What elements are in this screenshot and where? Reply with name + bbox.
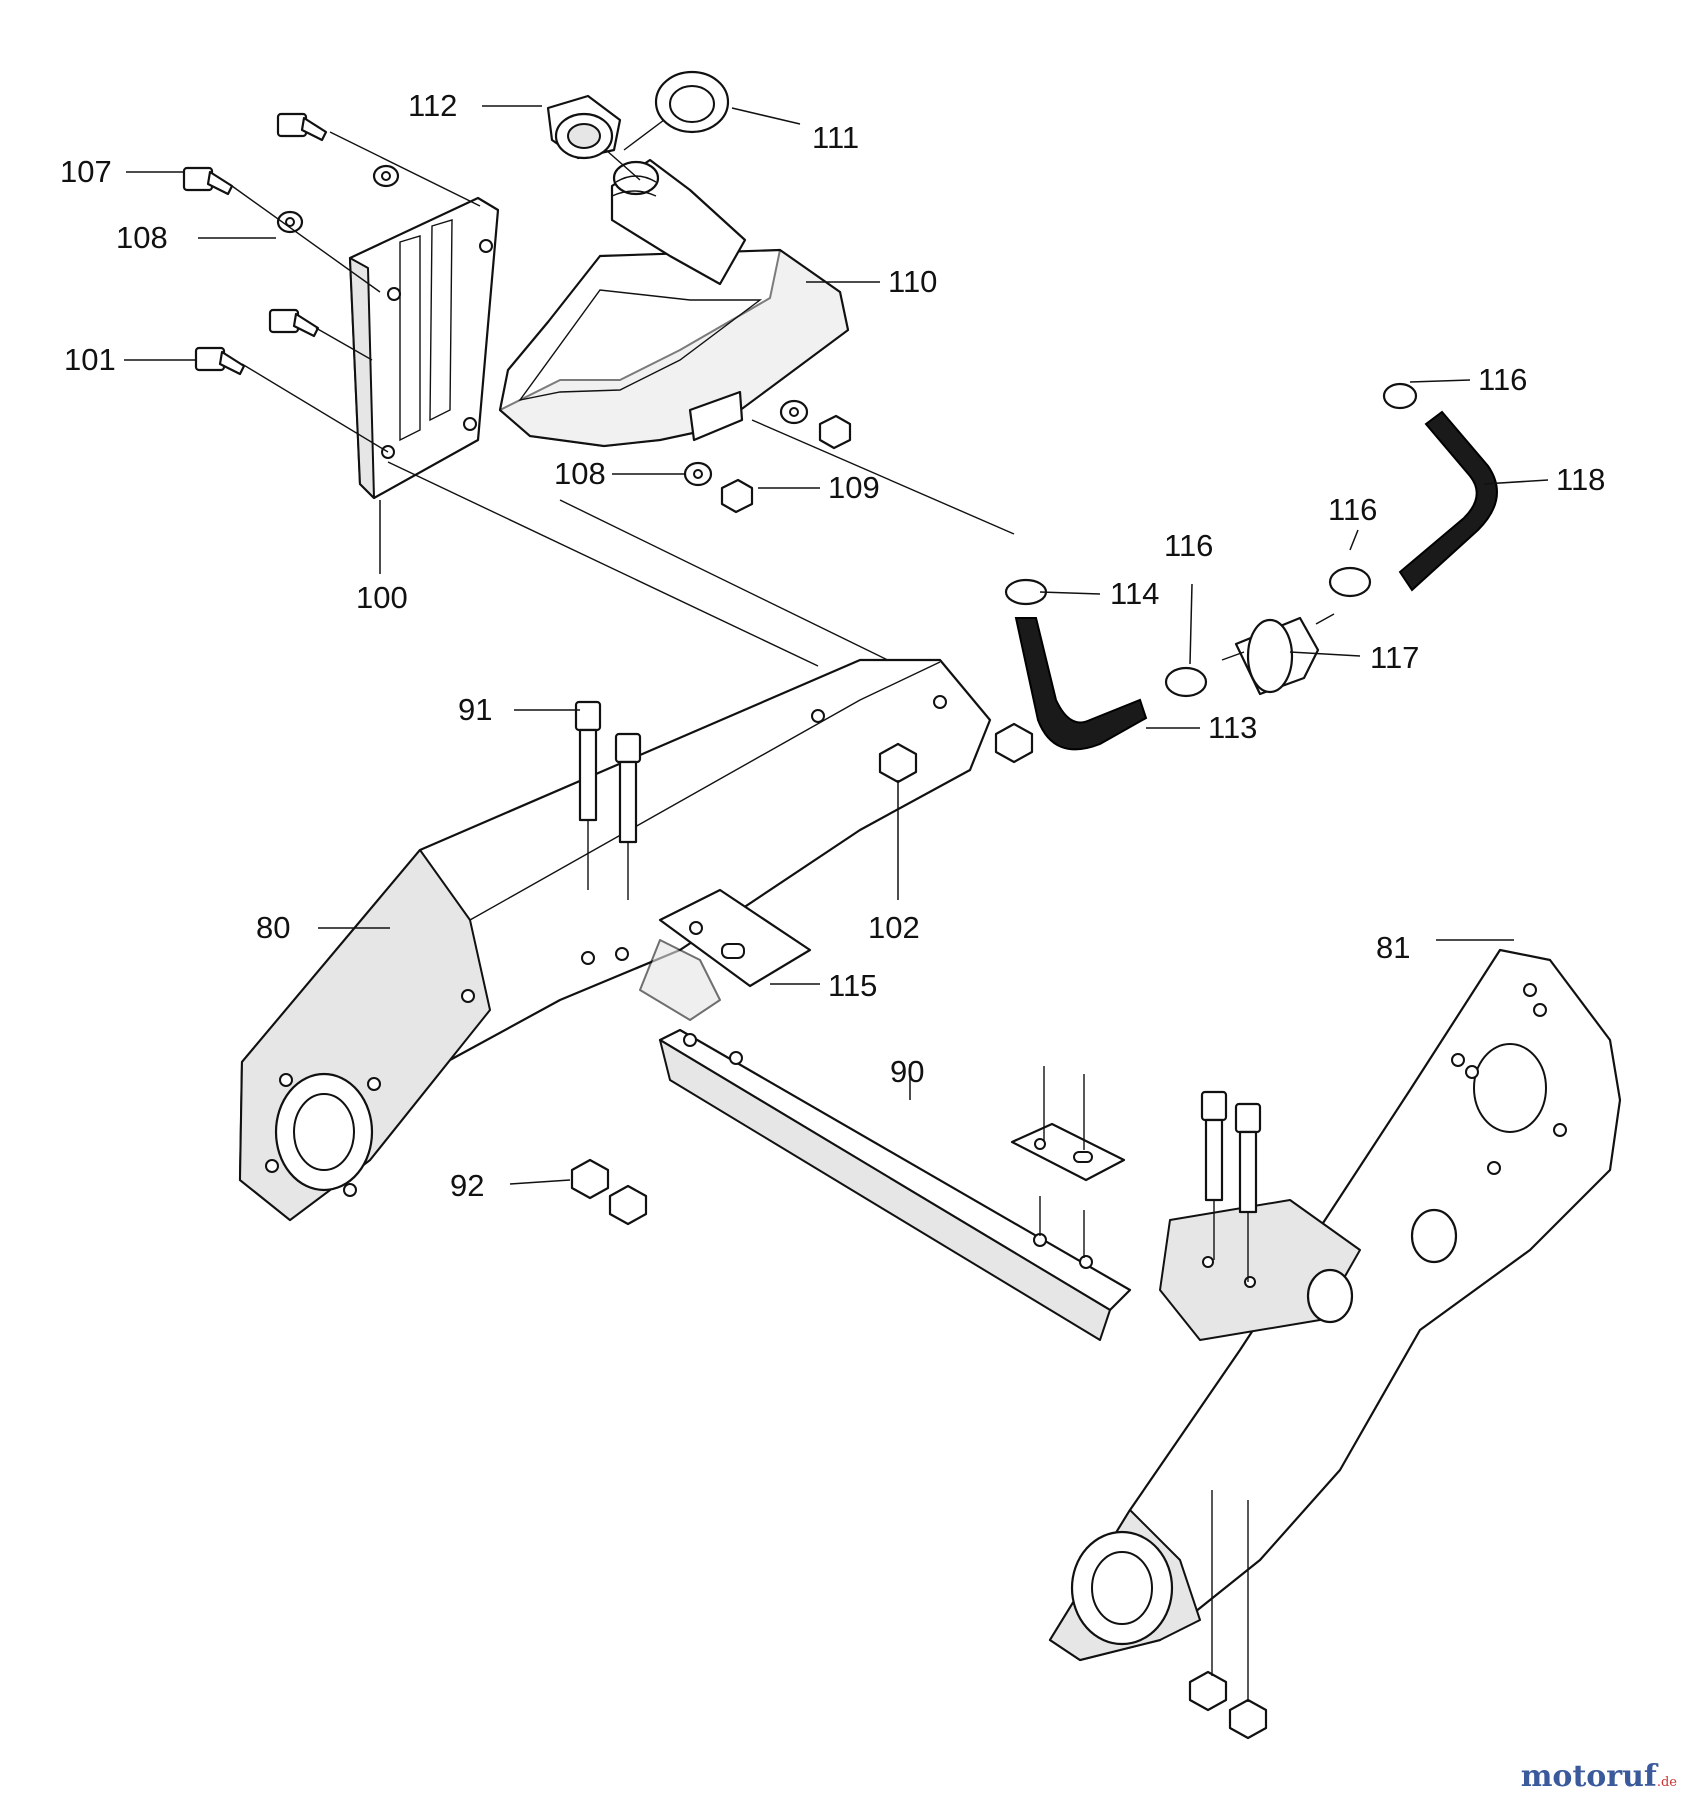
callout-leaders (124, 105, 1549, 1258)
label-114: 114 (1110, 576, 1159, 611)
right-frame-member (1048, 948, 1622, 1702)
carriage-bolts (574, 700, 642, 900)
label-90: 90 (890, 1054, 924, 1089)
label-92: 92 (450, 1168, 484, 1203)
label-91: 91 (458, 692, 492, 727)
watermark-tld: .de (1656, 1775, 1677, 1790)
tank-bracket (348, 196, 500, 500)
assembly-lines-tank (231, 119, 1015, 667)
label-108-lower: 108 (554, 456, 606, 491)
cross-channel (658, 1028, 1132, 1341)
fuel-line-parts (1004, 382, 1498, 751)
fuel-tank (498, 158, 850, 448)
washers-and-nuts (276, 164, 852, 514)
watermark-brand: motoruf (1520, 1759, 1657, 1794)
label-108-upper: 108 (116, 220, 168, 255)
label-109: 109 (828, 470, 880, 505)
label-100: 100 (356, 580, 408, 615)
label-110: 110 (888, 264, 937, 299)
label-112: 112 (408, 88, 457, 123)
label-116-top: 116 (1478, 362, 1527, 397)
label-115: 115 (828, 968, 877, 1003)
label-116-lower: 116 (1164, 528, 1213, 563)
label-116-middle: 116 (1328, 492, 1377, 527)
label-102: 102 (868, 910, 920, 945)
label-113: 113 (1208, 710, 1257, 745)
label-118: 118 (1556, 462, 1605, 497)
label-111: 111 (812, 120, 859, 155)
watermark-logo: motoruf.de (1521, 1759, 1677, 1794)
label-117: 117 (1370, 640, 1419, 675)
bracket-bolts (182, 112, 328, 376)
left-frame-member (238, 658, 992, 1222)
label-107: 107 (60, 154, 112, 189)
label-80: 80 (256, 910, 290, 945)
fuel-cap (546, 94, 622, 160)
clamp-plate (658, 888, 812, 988)
label-101: 101 (64, 342, 116, 377)
callout-labels: 112 111 107 108 110 101 116 118 108 109 … (60, 88, 1605, 1203)
cap-gasket (654, 70, 730, 134)
label-81: 81 (1376, 930, 1410, 965)
